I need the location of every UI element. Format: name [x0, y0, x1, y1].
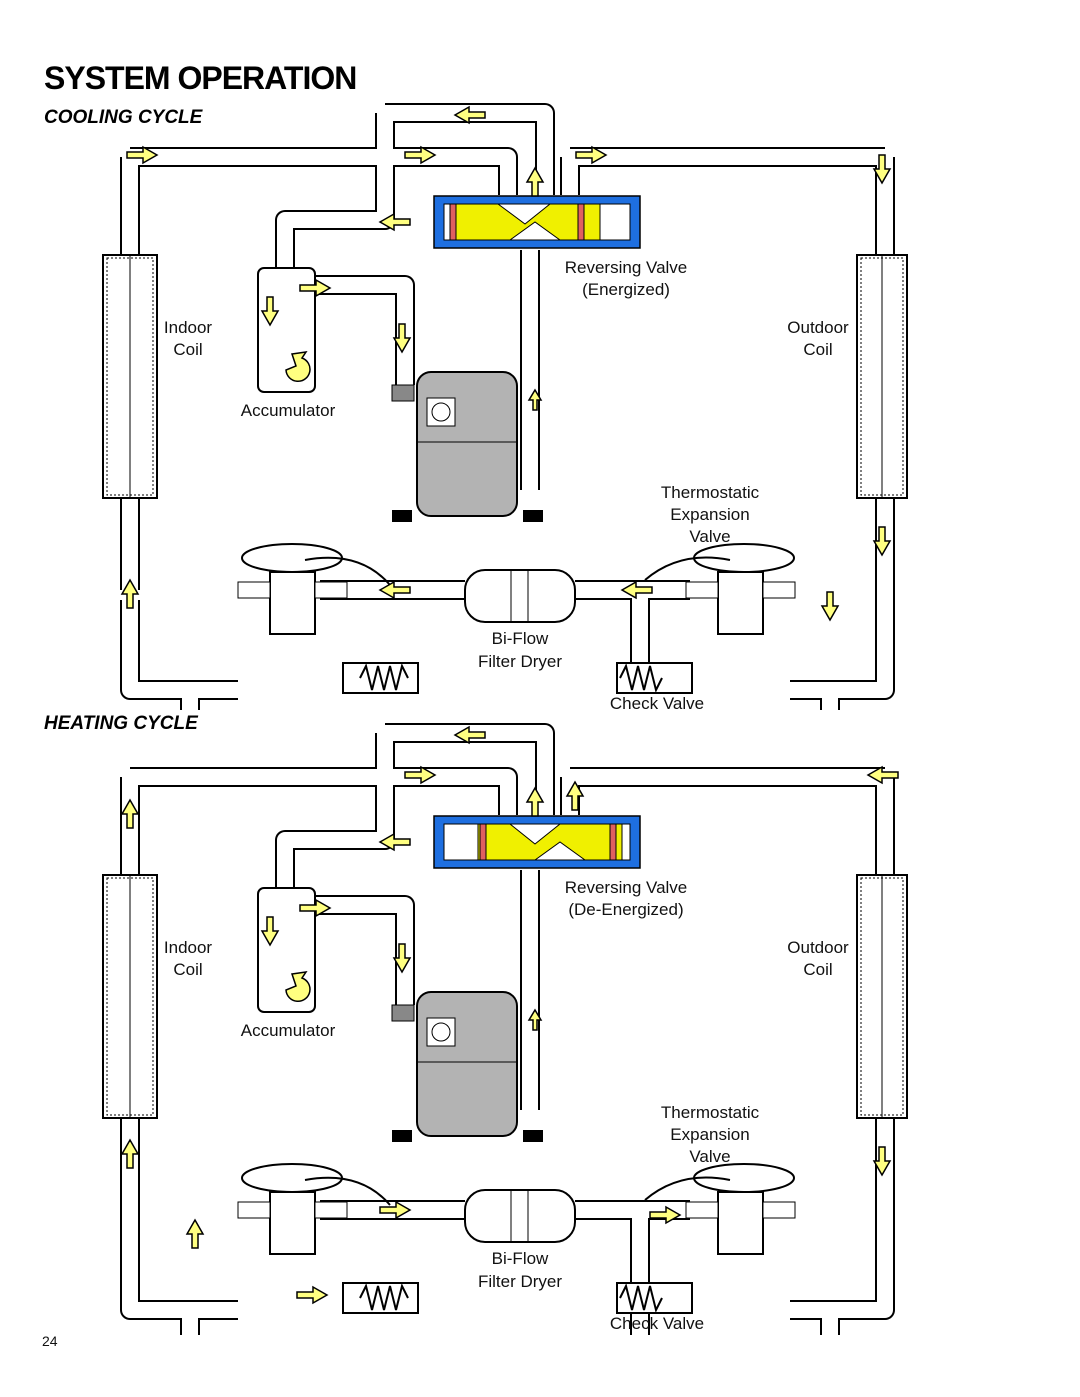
compressor	[391, 371, 543, 522]
flow-arrow	[872, 526, 892, 557]
refrigerant-piping	[120, 723, 895, 1335]
filter-dryer	[464, 1189, 576, 1243]
expansion-valve-outdoor	[644, 543, 796, 635]
reversing-valve-state-label: (Energized)	[582, 280, 670, 299]
outdoor-coil-label: Outdoor	[787, 318, 849, 337]
filter-dryer-label-line2: Filter Dryer	[478, 652, 562, 671]
check-valve-outdoor	[616, 662, 693, 694]
check-valve-indoor	[342, 662, 419, 694]
accumulator-label: Accumulator	[241, 401, 336, 420]
reversing-valve-label: Reversing Valve	[565, 878, 688, 897]
flow-arrow	[525, 786, 545, 817]
outdoor-coil-label: Outdoor	[787, 938, 849, 957]
flow-arrow	[285, 351, 311, 383]
txv-label-line1: Thermostatic	[661, 1103, 760, 1122]
flow-arrows	[120, 105, 892, 622]
heating-cycle-diagram: Reversing Valve (De-Energized) Indoor Co…	[102, 723, 908, 1335]
filter-dryer-label-line1: Bi-Flow	[492, 629, 549, 648]
flow-arrow	[299, 278, 332, 298]
flow-arrow	[260, 916, 280, 947]
filter-dryer-label-line2: Filter Dryer	[478, 1272, 562, 1291]
reversing-valve-label: Reversing Valve	[565, 258, 688, 277]
outdoor-coil-label-line2: Coil	[803, 960, 832, 979]
reversing-valve	[433, 815, 641, 869]
txv-label-line3: Valve	[689, 527, 730, 546]
flow-arrow	[820, 591, 840, 622]
flow-arrow	[120, 578, 140, 609]
flow-arrow	[126, 145, 159, 165]
flow-arrow	[392, 943, 412, 974]
flow-arrow	[120, 798, 140, 829]
page-title: SYSTEM OPERATION	[44, 60, 357, 96]
flow-arrow	[527, 1008, 543, 1031]
flow-arrow	[120, 1138, 140, 1169]
cooling-cycle-diagram: Reversing Valve (Energized) Indoor Coil …	[102, 103, 908, 710]
filter-dryer	[464, 569, 576, 623]
flow-arrows	[120, 725, 899, 1305]
flow-arrow	[378, 832, 411, 852]
check-valve-label: Check Valve	[610, 694, 704, 710]
indoor-coil	[102, 874, 158, 1119]
page-number: 24	[42, 1333, 58, 1349]
txv-label-line3: Valve	[689, 1147, 730, 1166]
flow-arrow	[296, 1285, 329, 1305]
heating-cycle-title: HEATING CYCLE	[44, 713, 198, 734]
txv-label-line2: Expansion	[670, 1125, 749, 1144]
flow-arrow	[185, 1218, 205, 1249]
outdoor-coil-label-line2: Coil	[803, 340, 832, 359]
flow-arrow	[565, 780, 585, 811]
flow-arrow	[453, 105, 486, 125]
flow-arrow	[285, 971, 311, 1003]
cooling-cycle-title: COOLING CYCLE	[44, 107, 203, 128]
flow-arrow	[866, 765, 899, 785]
expansion-valve-indoor	[237, 1163, 391, 1255]
indoor-coil-label: Indoor	[164, 318, 213, 337]
indoor-coil	[102, 254, 158, 499]
flow-arrow	[453, 725, 486, 745]
flow-arrow	[872, 154, 892, 185]
txv-label-line1: Thermostatic	[661, 483, 760, 502]
check-valve-indoor	[342, 1282, 419, 1314]
filter-dryer-label-line1: Bi-Flow	[492, 1249, 549, 1268]
expansion-valve-indoor	[237, 543, 391, 635]
flow-arrow	[299, 898, 332, 918]
flow-arrow	[872, 1146, 892, 1177]
reversing-valve-state-label: (De-Energized)	[568, 900, 683, 919]
compressor	[391, 991, 543, 1142]
flow-arrow	[525, 166, 545, 197]
flow-arrow	[379, 1200, 412, 1220]
check-valve-label: Check Valve	[610, 1314, 704, 1333]
txv-label-line2: Expansion	[670, 505, 749, 524]
flow-arrow	[620, 580, 653, 600]
check-valve-outdoor	[616, 1282, 693, 1314]
indoor-coil-label: Indoor	[164, 938, 213, 957]
flow-arrow	[649, 1205, 682, 1225]
flow-arrow	[527, 388, 543, 411]
flow-arrow	[392, 323, 412, 354]
flow-arrow	[575, 145, 608, 165]
flow-arrow	[404, 765, 437, 785]
flow-arrow	[378, 212, 411, 232]
outdoor-coil	[856, 254, 908, 499]
outdoor-coil	[856, 874, 908, 1119]
accumulator-label: Accumulator	[241, 1021, 336, 1040]
expansion-valve-outdoor	[644, 1163, 796, 1255]
indoor-coil-label-line2: Coil	[173, 960, 202, 979]
reversing-valve	[433, 195, 641, 249]
indoor-coil-label-line2: Coil	[173, 340, 202, 359]
flow-arrow	[404, 145, 437, 165]
flow-arrow	[378, 580, 411, 600]
flow-arrow	[260, 296, 280, 327]
